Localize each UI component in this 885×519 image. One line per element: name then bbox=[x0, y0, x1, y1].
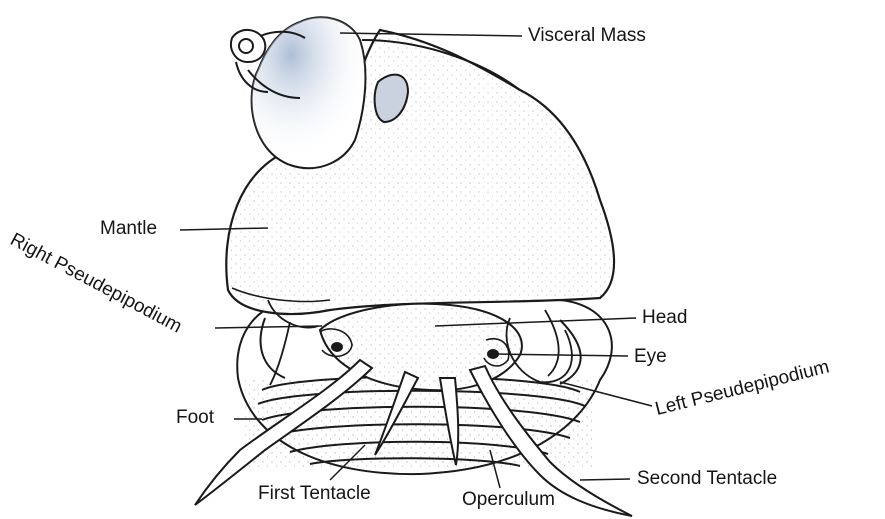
leader-second-tentacle bbox=[580, 479, 630, 480]
leader-visceral-mass bbox=[340, 33, 522, 36]
label-first-tentacle: First Tentacle bbox=[258, 484, 371, 503]
label-operculum: Operculum bbox=[462, 490, 555, 509]
label-mantle: Mantle bbox=[100, 219, 157, 238]
label-foot: Foot bbox=[176, 408, 214, 427]
label-visceral-mass: Visceral Mass bbox=[528, 26, 646, 45]
label-head: Head bbox=[642, 308, 687, 327]
label-second-tentacle: Second Tentacle bbox=[637, 469, 777, 488]
label-eye: Eye bbox=[634, 347, 667, 366]
